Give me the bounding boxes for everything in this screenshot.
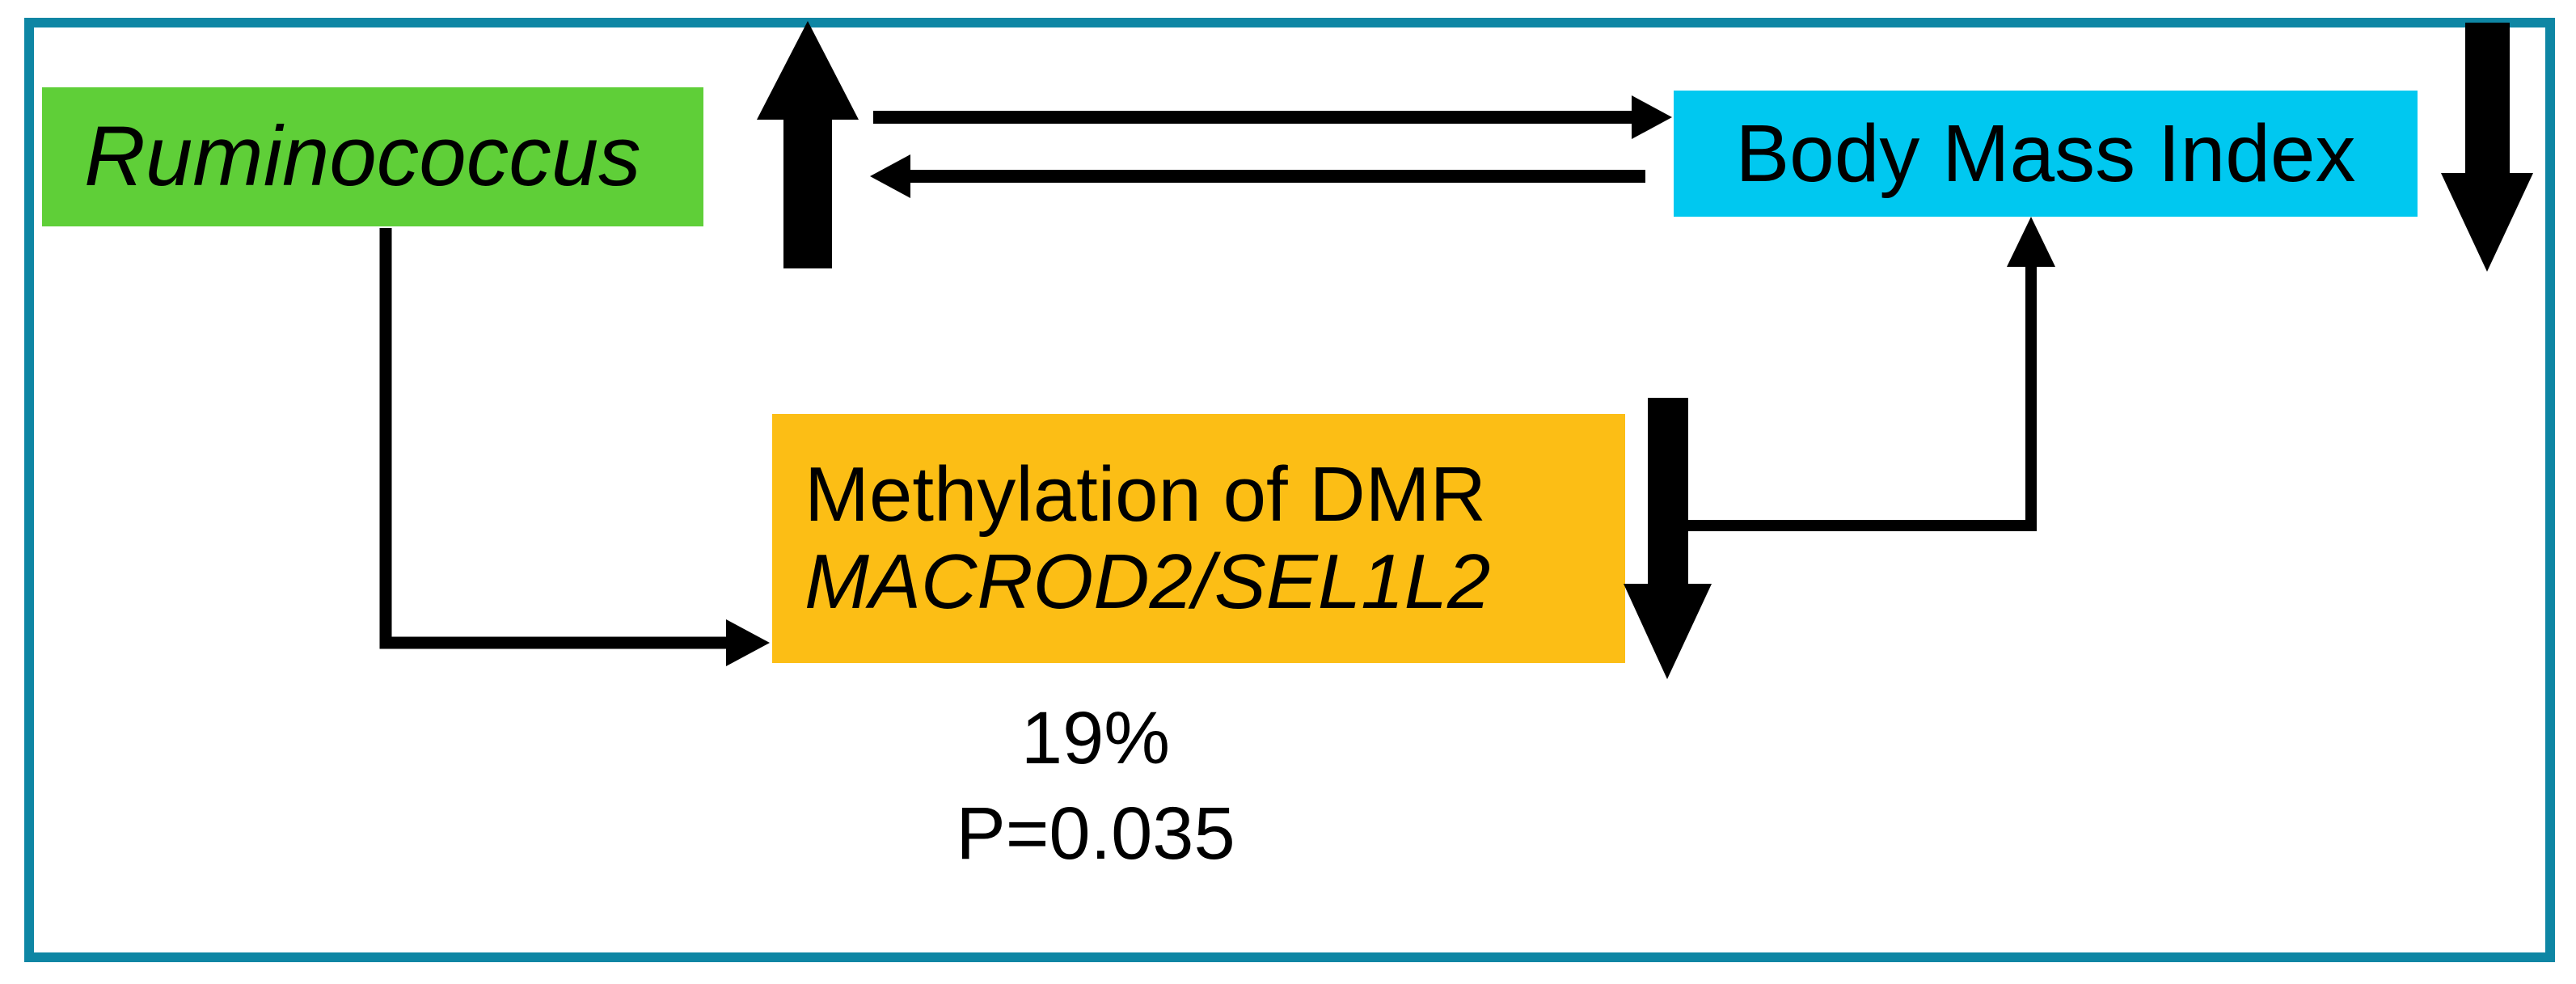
mediation-statistics: 19% P=0.035 [772, 691, 1419, 882]
node-body-mass-index-label: Body Mass Index [1735, 108, 2356, 199]
node-body-mass-index: Body Mass Index [1674, 91, 2418, 217]
node-methylation-label-line-2: MACROD2/SEL1L2 [804, 538, 1491, 625]
node-methylation-dmr: Methylation of DMR MACROD2/SEL1L2 [772, 414, 1625, 663]
node-ruminococcus-label: Ruminococcus [84, 109, 641, 205]
node-methylation-label-line-1: Methylation of DMR [804, 451, 1486, 538]
node-ruminococcus: Ruminococcus [42, 87, 703, 226]
mediation-p-value: P=0.035 [956, 792, 1235, 875]
mediation-percent-value: 19% [1020, 697, 1171, 779]
